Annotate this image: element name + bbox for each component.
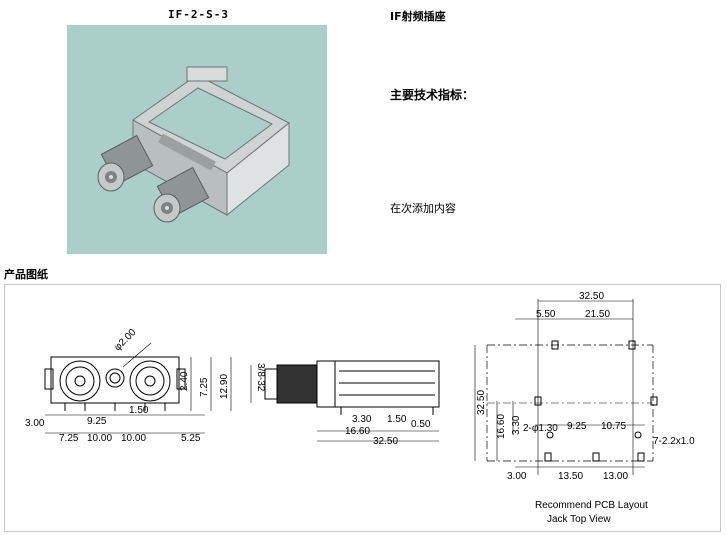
f-connector-right xyxy=(153,166,210,223)
dim-d525: 5.25 xyxy=(181,433,201,444)
dim-holes: 2-φ1.30 xyxy=(523,423,558,434)
model-number: IF-2-S-3 xyxy=(168,8,229,21)
dim-d050: 0.50 xyxy=(411,419,431,430)
dim-h1290: 12.90 xyxy=(219,374,230,399)
drawing-section-title: 产品图纸 xyxy=(4,268,48,281)
dim-d2150: 21.50 xyxy=(585,309,610,320)
dim-d330: 3.30 xyxy=(352,414,372,425)
pcb-caption-1: Recommend PCB Layout xyxy=(535,500,648,511)
dim-v3250: 32.50 xyxy=(476,390,487,415)
dim-d1350: 13.50 xyxy=(558,471,583,482)
extra-content-text: 在次添加内容 xyxy=(390,202,456,215)
dim-d3250: 32.50 xyxy=(373,436,398,447)
dim-d925: 9.25 xyxy=(87,416,107,427)
spec-heading: 主要技术指标： xyxy=(390,88,475,102)
dim-d1000a: 10.00 xyxy=(87,433,112,444)
dim-d1660: 16.60 xyxy=(345,426,370,437)
dim-d150-side: 1.50 xyxy=(387,414,407,425)
dim-pcb-d925: 9.25 xyxy=(567,421,587,432)
dim-d725: 7.25 xyxy=(59,433,79,444)
technical-drawing: φ2.00 2.40 7.25 12.90 3.00 9.25 1.50 7.2… xyxy=(4,284,721,532)
product-photo xyxy=(67,25,327,254)
connector-illustration xyxy=(97,66,290,223)
dim-h725: 7.25 xyxy=(199,377,210,397)
dim-d550: 5.50 xyxy=(536,309,556,320)
drawing-canvas: φ2.00 2.40 7.25 12.90 3.00 9.25 1.50 7.2… xyxy=(25,291,695,525)
dim-thread: 3/8-32 xyxy=(255,363,266,392)
pcb-caption-2: Jack Top View xyxy=(547,514,611,525)
dim-d1000b: 10.00 xyxy=(121,433,146,444)
dim-d1075: 10.75 xyxy=(601,421,626,432)
dim-d300: 3.00 xyxy=(25,418,45,429)
dim-dia: φ2.00 xyxy=(112,327,138,353)
dim-d150: 1.50 xyxy=(129,405,149,416)
dim-h240: 2.40 xyxy=(179,371,190,391)
dim-holes2: 7-2.2x1.0 xyxy=(653,436,695,447)
product-title: IF射频插座 xyxy=(390,10,446,23)
dim-d1300: 13.00 xyxy=(603,471,628,482)
dim-v1660: 16.60 xyxy=(496,414,507,439)
dim-pcb-d300: 3.00 xyxy=(507,471,527,482)
dim-top3250: 32.50 xyxy=(579,291,604,302)
dim-v330: 3.30 xyxy=(511,415,522,435)
f-connector-left xyxy=(97,134,154,192)
